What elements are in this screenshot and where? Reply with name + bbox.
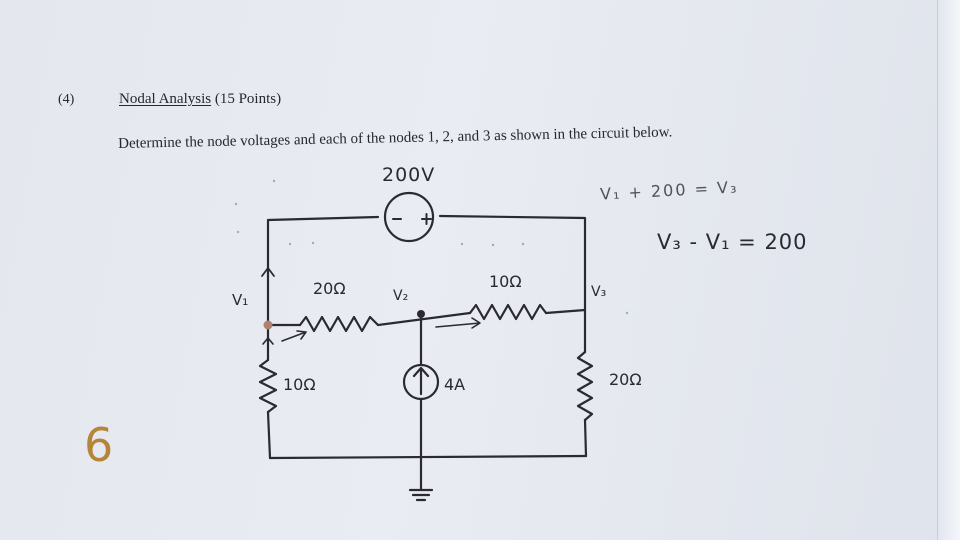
current-source-arrow [412,366,430,396]
page-edge [937,0,960,540]
resistor-10-left-zigzag [258,358,278,414]
equation-2: V₃ - V₁ = 200 [657,230,808,254]
voltage-source-plus [421,213,432,225]
resistor-20-right-zigzag [576,350,594,422]
problem-title: Nodal Analysis [119,91,212,107]
node-2-dot [417,310,425,318]
resistor-label-20-right: 20Ω [609,370,642,389]
current-source-label: 4A [444,375,466,394]
arrow-right-resistor-10 [435,317,481,329]
node-label-v3: V₃ [591,284,607,300]
grade-score: 6 [84,418,114,472]
voltage-source-circle [383,191,435,243]
resistor-20-top-zigzag [298,315,380,333]
node-1-dot [263,320,273,330]
resistor-label-10-left: 10Ω [283,375,316,394]
source-voltage-label: 200V [382,164,436,186]
arrow-left-branch [262,337,274,351]
wire-top-left [266,215,380,327]
ground-symbol [408,456,434,502]
wire-top-right [438,214,587,312]
resistor-label-20-top: 20Ω [313,279,346,298]
node-label-v2: V₂ [393,288,409,304]
wire-mid-3 [544,308,587,315]
problem-points: (15 Points) [214,91,282,107]
wire-left-down [266,410,272,460]
problem-number: (4) [58,92,75,107]
problem-heading: Nodal Analysis (15 Points) [119,91,281,108]
wire-mid-2 [376,311,472,327]
arrow-into-node-1 [261,267,275,291]
wire-bottom [268,454,588,460]
node-label-v1: V₁ [232,291,249,309]
wire-right-down [583,418,588,458]
resistor-10-top-zigzag [468,303,548,321]
arrow-left-resistor-20 [281,330,307,342]
resistor-label-10-top: 10Ω [489,272,522,291]
pencil-dots [234,179,629,315]
